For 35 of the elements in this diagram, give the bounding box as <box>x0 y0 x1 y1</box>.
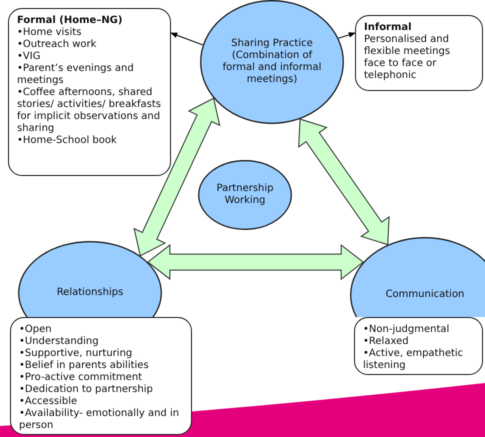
list-item: •Availability- emotionally and in person <box>19 408 180 432</box>
rounded-box <box>354 317 483 375</box>
node-label: Relationships <box>56 287 124 299</box>
double-block-arrow <box>133 98 220 257</box>
rounded-box <box>8 8 171 176</box>
rounded-box <box>10 317 192 435</box>
list-item: •Home-School book <box>17 135 118 147</box>
node-label: Communication <box>384 289 466 301</box>
list-item: •Pro-active commitment <box>19 372 144 384</box>
list-item: •Outreach work <box>17 39 98 51</box>
list-item: •Supportive, nurturing <box>19 348 134 360</box>
list-item: •Active, empathetic listening <box>363 348 464 372</box>
box-heading: Informal <box>364 22 413 34</box>
list-item: •Open <box>19 324 53 336</box>
arrow <box>338 32 356 39</box>
double-block-arrow <box>147 244 364 280</box>
list-item: •Belief in parents abilities <box>19 360 150 372</box>
list-item: •Accessible <box>19 396 78 408</box>
double-block-arrow <box>298 118 390 246</box>
list-item: •Parent’s evenings and meetings <box>17 63 135 87</box>
list-item: •Dedication to partnership <box>19 384 154 396</box>
list-item: Personalised and flexible meetings face to face or telephonic <box>364 34 452 82</box>
list-item: •Home visits <box>17 27 82 39</box>
node-label: Sharing Practice (Combination of formal and informal meetings) <box>222 38 322 86</box>
list-item: •Relaxed <box>363 336 410 348</box>
list-item: •Non-judgmental <box>363 324 450 336</box>
arrow <box>170 32 204 46</box>
list-item: •VIG <box>17 51 42 63</box>
ellipse-node <box>198 160 292 230</box>
list-item: •Coffee afternoons, shared stories/ activities/ breakfasts for implicit observations and sharing <box>17 87 162 135</box>
box-heading: Formal (Home–NG) <box>17 15 124 27</box>
rounded-box <box>355 15 483 91</box>
ellipse-node <box>200 0 344 124</box>
node-label: Partnership Working <box>215 183 275 207</box>
list-item: •Understanding <box>19 336 100 348</box>
